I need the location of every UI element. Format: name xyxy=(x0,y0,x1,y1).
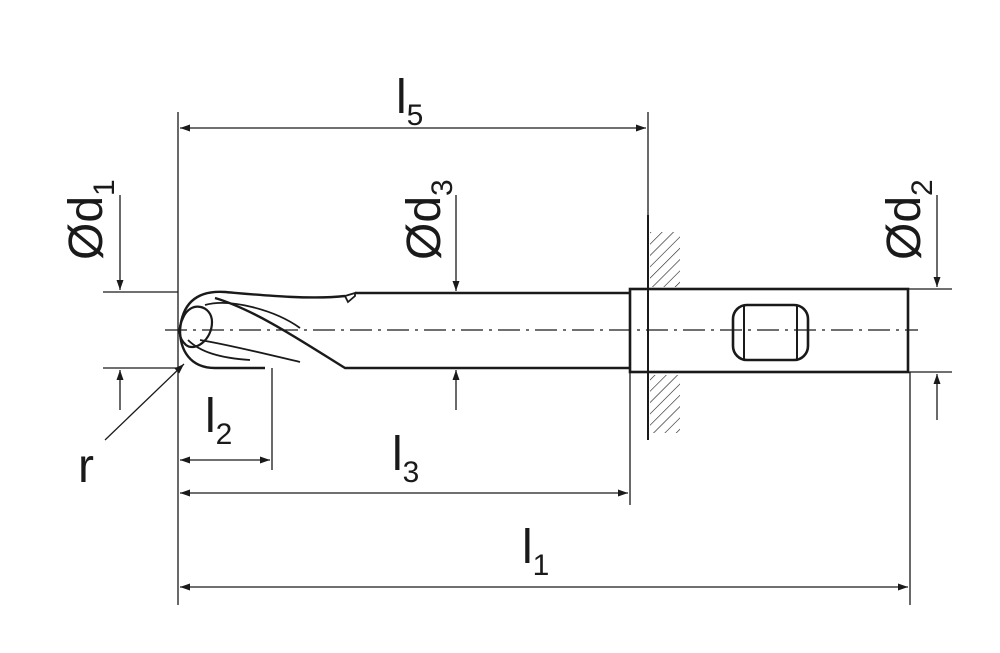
l1-label: l xyxy=(522,521,533,574)
svg-text:Ød2: Ød2 xyxy=(878,179,939,260)
svg-text:l5: l5 xyxy=(396,71,423,132)
l3-label: l xyxy=(392,428,403,481)
shank xyxy=(628,287,910,374)
flute-diagonal xyxy=(214,296,355,370)
svg-text:l3: l3 xyxy=(392,428,419,489)
svg-text:l2: l2 xyxy=(205,390,232,451)
d3-label: Ød xyxy=(398,196,451,260)
svg-text:Ød3: Ød3 xyxy=(398,179,459,260)
svg-text:Ød1: Ød1 xyxy=(60,179,121,260)
svg-text:l1: l1 xyxy=(522,521,549,582)
flute-lower xyxy=(178,329,265,370)
radius-leader xyxy=(104,363,185,441)
ball-nose-tip xyxy=(178,305,214,348)
flute-upper xyxy=(178,290,346,331)
l5-label: l xyxy=(396,71,407,124)
dimension-lines xyxy=(104,124,941,591)
dimension-labels: l5 Ød1 Ød3 Ød2 l2 l3 l1 r xyxy=(60,71,939,582)
l2-label: l xyxy=(205,390,216,443)
end-mill-tool xyxy=(178,287,910,374)
shank-flat xyxy=(731,303,810,362)
d1-label: Ød xyxy=(60,196,113,260)
radius-label: r xyxy=(78,440,94,493)
extension-lines xyxy=(103,112,952,605)
d2-label: Ød xyxy=(878,196,931,260)
clamping-hatch xyxy=(647,215,680,440)
